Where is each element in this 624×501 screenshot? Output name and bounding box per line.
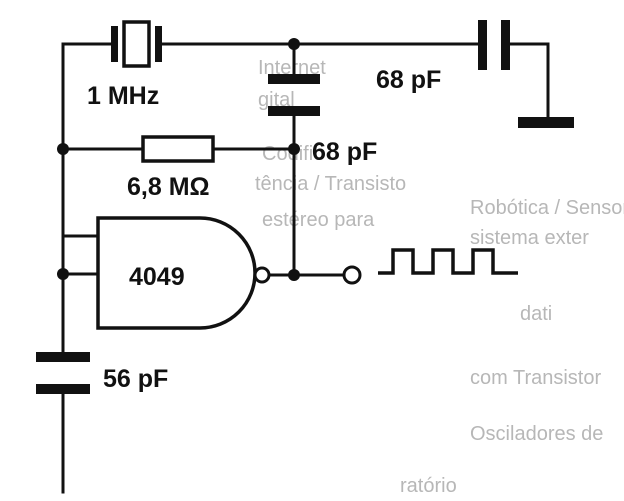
shunt-capacitor-label: 68 pF: [312, 138, 377, 166]
wires: [61, 42, 550, 494]
ground-icon: [518, 117, 574, 128]
bleed-text: dati: [520, 303, 552, 325]
bleed-text: com Transistor: [470, 367, 601, 389]
bleed-text: Internet: [258, 57, 326, 79]
bleed-text: ratório: [400, 475, 457, 497]
input-capacitor-label: 56 pF: [103, 365, 168, 393]
bleed-text: estéreo para: [262, 209, 375, 231]
junction-dot: [288, 38, 300, 50]
resistor-icon: [141, 135, 215, 163]
junction-dot: [288, 143, 300, 155]
resistor-label: 6,8 MΩ: [127, 173, 210, 201]
junction-dot: [57, 143, 69, 155]
bleed-text: sistema exter: [470, 227, 589, 249]
input-capacitor-icon: [36, 274, 90, 394]
bleed-text: Osciladores de: [470, 423, 603, 445]
square-wave-icon: [378, 248, 518, 275]
inverter-gate-icon: [96, 216, 271, 330]
crystal-icon: [111, 20, 162, 68]
shunt-capacitor-icon: [268, 74, 320, 116]
crystal-label: 1 MHz: [87, 82, 159, 110]
output-terminal-icon[interactable]: [342, 265, 362, 285]
junction-dot: [288, 269, 300, 281]
gate-label: 4049: [129, 263, 185, 291]
bleed-text: tência / Transisto: [255, 173, 406, 195]
bleed-text: Robótica / Sensor: [470, 197, 624, 219]
output-capacitor-icon: [478, 20, 510, 70]
output-capacitor-label: 68 pF: [376, 66, 441, 94]
bleed-text: gital: [258, 89, 295, 111]
